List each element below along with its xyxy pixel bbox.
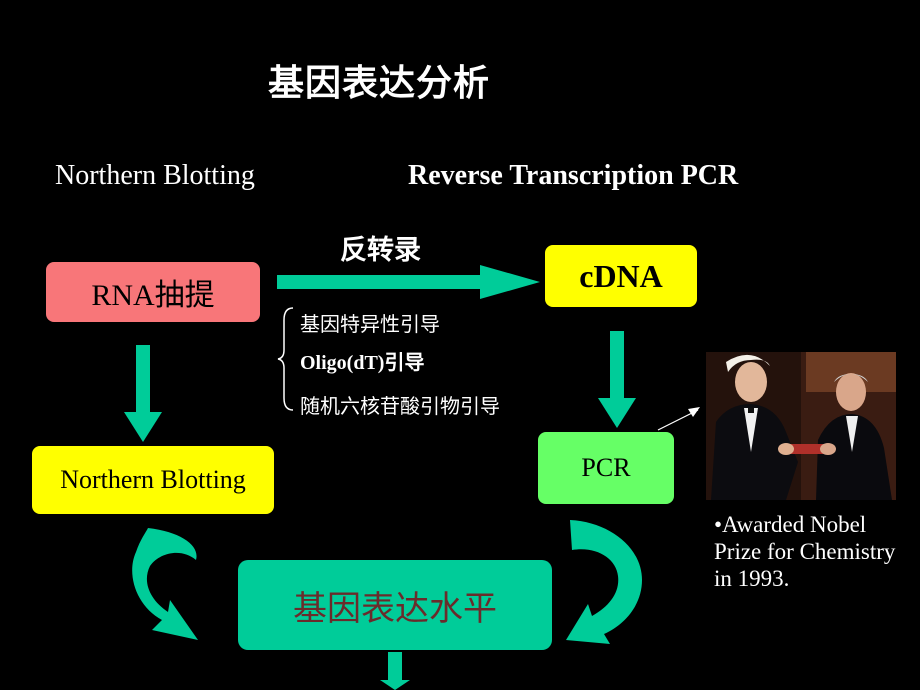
rt-pcr-heading: Reverse Transcription PCR — [408, 160, 739, 191]
nobel-prize-note: •Awarded Nobel Prize for Chemistry in 19… — [714, 512, 896, 591]
reverse-transcription-label: 反转录 — [340, 235, 421, 266]
pcr-box: PCR — [538, 432, 674, 504]
reverse-transcription-arrow — [277, 265, 540, 299]
rna-extraction-box: RNA抽提 — [46, 262, 260, 322]
photo-pointer-arrow — [657, 407, 700, 431]
expression-level-box: 基因表达水平 — [238, 560, 552, 650]
rna-down-arrow — [124, 345, 162, 442]
northern-blotting-heading: Northern Blotting — [55, 160, 255, 191]
rna-extraction-label: RNA抽提 — [91, 279, 215, 312]
cdna-box: cDNA — [545, 245, 697, 307]
northern-blotting-box: Northern Blotting — [32, 446, 274, 514]
primer-gene-specific: 基因特异性引导 — [300, 312, 440, 336]
nobel-ceremony-photo — [706, 352, 896, 500]
pcr-label: PCR — [581, 453, 631, 482]
level-down-arrow — [380, 652, 410, 690]
northern-blotting-label: Northern Blotting — [60, 465, 246, 494]
primer-oligo-dt: Oligo(dT)引导 — [300, 352, 425, 374]
cdna-label: cDNA — [579, 257, 663, 294]
primer-random-hexamer: 随机六核苷酸引物引导 — [300, 394, 500, 418]
primer-brace — [277, 307, 294, 411]
right-curved-arrow — [566, 520, 642, 644]
page-title: 基因表达分析 — [268, 63, 491, 104]
cdna-down-arrow — [598, 331, 636, 428]
left-curved-arrow — [132, 528, 198, 640]
expression-level-label: 基因表达水平 — [293, 590, 497, 628]
